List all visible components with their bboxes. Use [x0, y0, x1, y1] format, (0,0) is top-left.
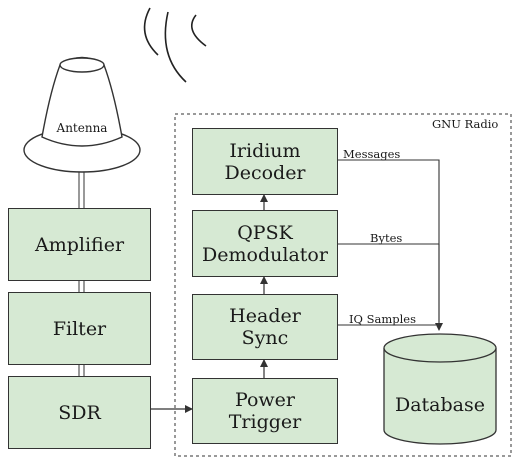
iq-samples-label: IQ Samples — [349, 312, 417, 326]
power-trigger-block: Power Trigger — [192, 378, 338, 444]
radio-waves-icon — [143, 7, 207, 83]
qpsk-demodulator-block: QPSK Demodulator — [192, 210, 338, 277]
filter-block: Filter — [8, 292, 151, 365]
iridium-decoder-block: Iridium Decoder — [192, 128, 338, 195]
amplifier-block: Amplifier — [8, 208, 151, 281]
gnu-radio-label: GNU Radio — [432, 117, 499, 131]
messages-label: Messages — [343, 147, 401, 161]
bytes-label: Bytes — [370, 231, 403, 245]
coax-cables — [78, 172, 85, 376]
antenna-icon — [23, 56, 141, 173]
database-label: Database — [394, 394, 485, 416]
header-sync-block: Header Sync — [192, 294, 338, 360]
database-icon — [383, 333, 497, 445]
gnu-radio-region — [174, 113, 512, 457]
output-lines — [338, 159, 443, 331]
sdr-block: SDR — [8, 376, 151, 449]
antenna-label: Antenna — [56, 121, 108, 135]
